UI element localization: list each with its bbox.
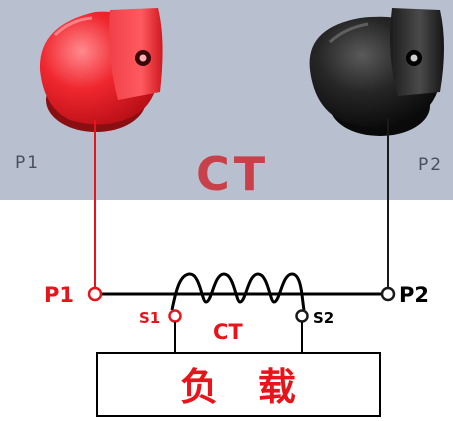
label-s1: S1 [139, 309, 160, 327]
panel-label-p2: P2 [418, 155, 443, 175]
red-binding-post-icon [39, 8, 163, 132]
terminal-s1 [168, 309, 182, 323]
load-box [96, 352, 381, 417]
terminal-s2 [295, 309, 309, 323]
label-p2: P2 [399, 283, 429, 307]
terminal-p1 [87, 286, 103, 302]
panel-title: CT [196, 147, 269, 201]
label-load: 负 载 [180, 365, 296, 409]
label-s2: S2 [313, 309, 334, 327]
ct-coil-icon [170, 272, 306, 311]
terminal-p2 [380, 286, 396, 302]
label-ct-coil: CT [213, 320, 243, 344]
panel-label-p1: P1 [15, 153, 40, 173]
label-p1: P1 [44, 283, 74, 307]
black-binding-post-icon [309, 8, 444, 136]
